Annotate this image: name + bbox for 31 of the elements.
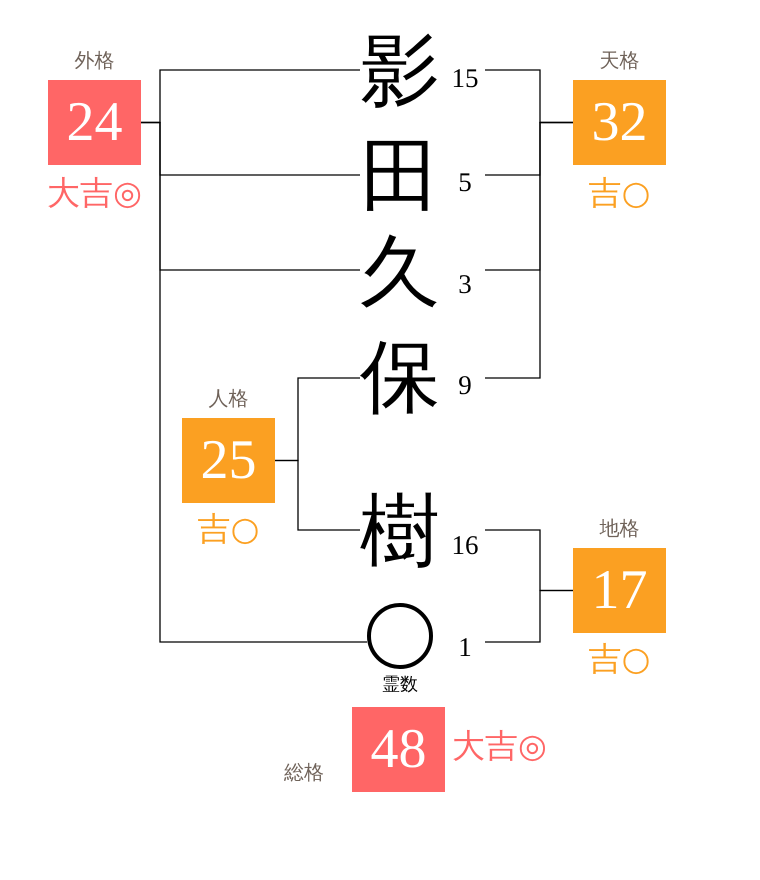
name-character: 久	[360, 233, 440, 313]
grade-label: 外格	[74, 48, 116, 72]
score-tile: 25	[182, 418, 275, 503]
spirit-number-label: 霊数	[381, 674, 419, 696]
stroke-count: 15	[450, 63, 480, 93]
connector-line	[275, 460, 360, 531]
stroke-count: 5	[457, 167, 473, 197]
score-tile: 48	[352, 707, 445, 792]
grade-label: 地格	[598, 516, 640, 540]
score-tile: 24	[48, 80, 141, 165]
connector-line	[485, 122, 573, 379]
stroke-count: 16	[450, 530, 480, 560]
score-tile: 17	[573, 548, 666, 633]
grade-label: 人格	[208, 386, 250, 410]
connector-line	[485, 590, 573, 643]
score-tile: 32	[573, 80, 666, 165]
stroke-count: 9	[457, 370, 473, 400]
name-character: 樹	[360, 492, 440, 572]
stroke-count: 1	[457, 632, 473, 662]
fortune-verdict: 大吉◎	[46, 174, 143, 212]
grade-label: 天格	[598, 48, 640, 72]
name-character: 影	[360, 32, 440, 112]
fortune-verdict: 吉○	[588, 174, 652, 212]
grade-label: 総格	[284, 760, 324, 784]
fortune-verdict: 吉○	[196, 510, 260, 548]
name-character: 保	[360, 338, 440, 418]
stroke-count: 3	[457, 269, 473, 299]
fortune-verdict: 大吉◎	[452, 727, 547, 765]
name-character: 田	[360, 137, 440, 217]
connector-line	[141, 122, 367, 643]
fortune-verdict: 吉○	[588, 640, 652, 678]
